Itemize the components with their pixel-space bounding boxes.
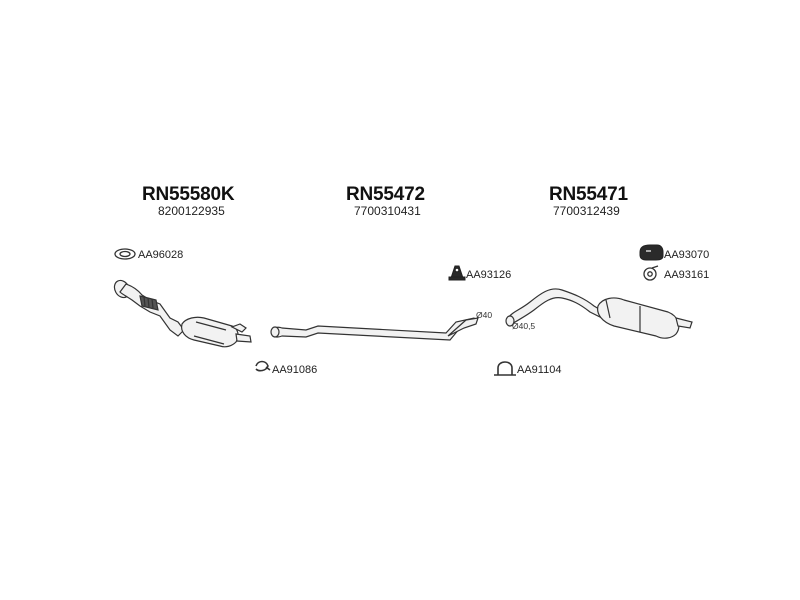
part-code-rn55471: RN55471 xyxy=(549,184,628,205)
diameter-label-40: Ø40 xyxy=(476,310,493,320)
ring-mount-icon xyxy=(643,265,659,281)
rubber-mount-icon xyxy=(448,265,466,281)
u-clamp-icon xyxy=(494,361,516,376)
part-code-rn55580k: RN55580K xyxy=(142,184,235,205)
oem-number-8200122935: 8200122935 xyxy=(158,204,225,218)
accessory-label-aa93126: AA93126 xyxy=(466,269,512,281)
accessory-label-aa93070: AA93070 xyxy=(664,249,710,261)
diameter-label-40-5: Ø40,5 xyxy=(512,321,536,331)
accessory-label-aa93161: AA93161 xyxy=(664,269,710,281)
oem-number-7700312439: 7700312439 xyxy=(553,204,620,218)
hanger-pad-icon xyxy=(639,244,664,261)
accessory-label-aa96028: AA96028 xyxy=(138,249,184,261)
accessory-label-aa91104: AA91104 xyxy=(517,364,562,376)
oem-number-7700310431: 7700310431 xyxy=(354,204,421,218)
part-code-rn55472: RN55472 xyxy=(346,184,425,205)
accessory-label-aa91086: AA91086 xyxy=(272,364,318,376)
middle-pipe-part[interactable] xyxy=(270,317,479,341)
clamp-icon xyxy=(255,360,271,372)
seal-ring-icon xyxy=(114,248,136,260)
rear-silencer-part[interactable] xyxy=(505,288,693,339)
catalytic-converter-part[interactable] xyxy=(111,278,252,348)
